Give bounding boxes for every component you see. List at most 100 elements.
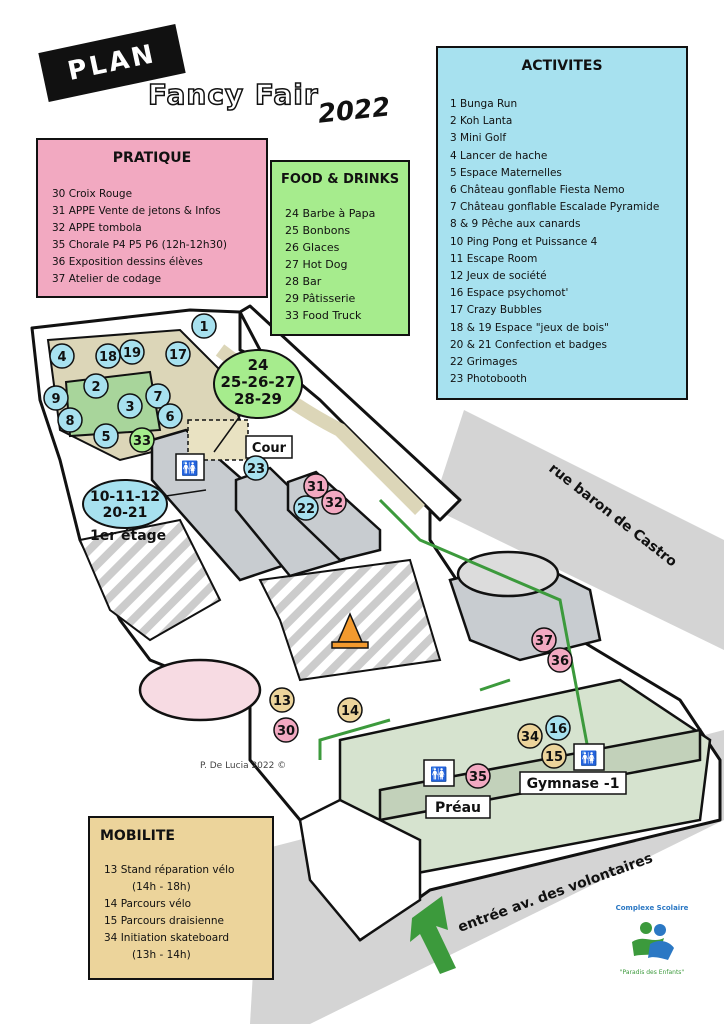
- map-marker-label: 18: [99, 350, 117, 365]
- activites-item: 18 & 19 Espace "jeux de bois": [450, 321, 609, 334]
- pratique-item: 31 APPE Vente de jetons & Infos: [52, 205, 221, 217]
- legend-activites: ACTIVITES 1 Bunga Run 2 Koh Lanta 3 Mini G…: [436, 46, 688, 400]
- map-marker-32: 32: [321, 489, 347, 515]
- map-marker-label: 23: [247, 462, 265, 477]
- food-item: 27 Hot Dog: [285, 258, 348, 271]
- label-etage: 1er étage: [90, 528, 166, 544]
- label-preau: Préau: [425, 795, 491, 819]
- map-marker-label: 1: [199, 320, 208, 335]
- map-marker-3: 3: [117, 393, 143, 419]
- map-marker-31: 31: [303, 473, 329, 499]
- map-marker-label: 9: [51, 392, 60, 407]
- food-item: 29 Pâtisserie: [285, 292, 356, 305]
- map-marker-label: 4: [57, 350, 66, 365]
- map-marker-label: 37: [535, 634, 553, 649]
- map-marker-label: 8: [65, 414, 74, 429]
- svg-text:10-11-12: 10-11-12: [90, 489, 160, 505]
- activites-item: 8 & 9 Pêche aux canards: [450, 218, 581, 231]
- activites-item: 12 Jeux de société: [450, 270, 547, 283]
- mobilite-item: 15 Parcours draisienne: [104, 915, 225, 927]
- legend-activites-heading: ACTIVITES: [521, 58, 603, 74]
- activites-item: 6 Château gonflable Fiesta Nemo: [450, 184, 625, 197]
- round-building: [448, 550, 602, 662]
- map-marker-19: 19: [119, 339, 145, 365]
- map-marker-34: 34: [517, 723, 543, 749]
- map-marker-label: 22: [297, 502, 315, 517]
- legend-food-heading: FOOD & DRINKS: [280, 172, 400, 187]
- map-marker-15: 15: [541, 743, 567, 769]
- map-marker-label: 17: [169, 348, 187, 363]
- map-marker-18: 18: [95, 343, 121, 369]
- pratique-item: 30 Croix Rouge: [52, 188, 133, 200]
- legend-pratique: PRATIQUE 30 Croix Rouge 31 APPE Vente de …: [36, 138, 268, 298]
- mobilite-item: (14h - 18h): [132, 881, 191, 893]
- route-arrows: [318, 498, 592, 761]
- activites-item: 4 Lancer de hache: [450, 149, 548, 162]
- activites-item: 3 Mini Golf: [450, 132, 507, 145]
- map-marker-label: 7: [153, 390, 162, 405]
- map-marker-7: 7: [145, 383, 171, 409]
- map-marker-label: 30: [277, 724, 295, 739]
- activites-item: 7 Château gonflable Escalade Pyramide: [450, 201, 660, 214]
- pratique-item: 37 Atelier de codage: [52, 273, 162, 285]
- food-item: 25 Bonbons: [285, 224, 351, 237]
- map-marker-37: 37: [531, 627, 557, 653]
- map-marker-30: 30: [273, 717, 299, 743]
- activites-item: 2 Koh Lanta: [450, 115, 513, 128]
- legend-mobilite-heading: MOBILITE: [100, 828, 175, 844]
- map-marker-35: 35: [465, 763, 491, 789]
- svg-text:Gymnase -1: Gymnase -1: [527, 776, 620, 792]
- activites-item: 16 Espace psychomot': [450, 287, 569, 300]
- activites-item: 5 Espace Maternelles: [450, 166, 562, 179]
- mobilite-item: 13 Stand réparation vélo: [104, 864, 235, 876]
- legend-mobilite: MOBILITE 13 Stand réparation vélo (14h - …: [88, 816, 274, 980]
- map-marker-22: 22: [293, 495, 319, 521]
- mobilite-item: (13h - 14h): [132, 949, 191, 961]
- svg-text:Cour: Cour: [252, 441, 287, 456]
- food-item: 24 Barbe à Papa: [285, 207, 376, 220]
- toilet-icon: 🚻: [573, 743, 605, 771]
- pratique-item: 35 Chorale P4 P5 P6 (12h-12h30): [52, 239, 227, 251]
- map-marker-14: 14: [337, 697, 363, 723]
- label-cour: Cour: [245, 435, 293, 459]
- legend-pratique-list: 30 Croix Rouge 31 APPE Vente de jetons & …: [38, 186, 266, 288]
- map-marker-13: 13: [269, 687, 295, 713]
- map-marker-2: 2: [83, 373, 109, 399]
- hatched-area-left: [78, 518, 222, 642]
- map-marker-label: 16: [549, 722, 567, 737]
- food-item: 28 Bar: [285, 275, 322, 288]
- food-item: 33 Food Truck: [285, 309, 362, 322]
- map-marker-label: 35: [469, 770, 487, 785]
- map-marker-6: 6: [157, 403, 183, 429]
- activites-item: 17 Crazy Bubbles: [450, 304, 542, 317]
- legend-pratique-heading: PRATIQUE: [112, 150, 192, 166]
- legend-food: FOOD & DRINKS 24 Barbe à Papa 25 Bonbons 2…: [270, 160, 410, 336]
- legend-mobilite-list: 13 Stand réparation vélo(14h - 18h)14 Pa…: [90, 862, 272, 964]
- map-marker-label: 13: [273, 694, 291, 709]
- svg-text:🚻: 🚻: [430, 766, 447, 783]
- map-marker-label: 36: [551, 654, 569, 669]
- map-marker-33: 33: [129, 427, 155, 453]
- svg-text:24: 24: [248, 356, 269, 374]
- map-marker-label: 5: [101, 430, 110, 445]
- map-marker-23: 23: [243, 455, 269, 481]
- map-marker-16: 16: [545, 715, 571, 741]
- food-cluster-bubble: 24 25-26-27 28-29: [213, 349, 303, 453]
- legend-activites-list: 1 Bunga Run 2 Koh Lanta 3 Mini Golf 4 Lance…: [438, 96, 686, 388]
- logo-line2: "Paradis des Enfants": [620, 969, 685, 976]
- activites-item: 23 Photobooth: [450, 373, 527, 386]
- map-marker-1: 1: [191, 313, 217, 339]
- activites-item: 11 Escape Room: [450, 252, 538, 265]
- activites-item: 1 Bunga Run: [450, 98, 518, 110]
- svg-text:28-29: 28-29: [234, 390, 282, 408]
- entrance-arrow-icon: [410, 896, 456, 974]
- map-marker-label: 33: [133, 434, 151, 449]
- svg-text:🚻: 🚻: [181, 460, 198, 477]
- map-marker-label: 15: [545, 750, 563, 765]
- pratique-item: 32 APPE tombola: [52, 222, 142, 234]
- toilet-icon: 🚻: [423, 759, 455, 787]
- svg-text:25-26-27: 25-26-27: [220, 373, 295, 391]
- map-marker-label: 31: [307, 480, 325, 495]
